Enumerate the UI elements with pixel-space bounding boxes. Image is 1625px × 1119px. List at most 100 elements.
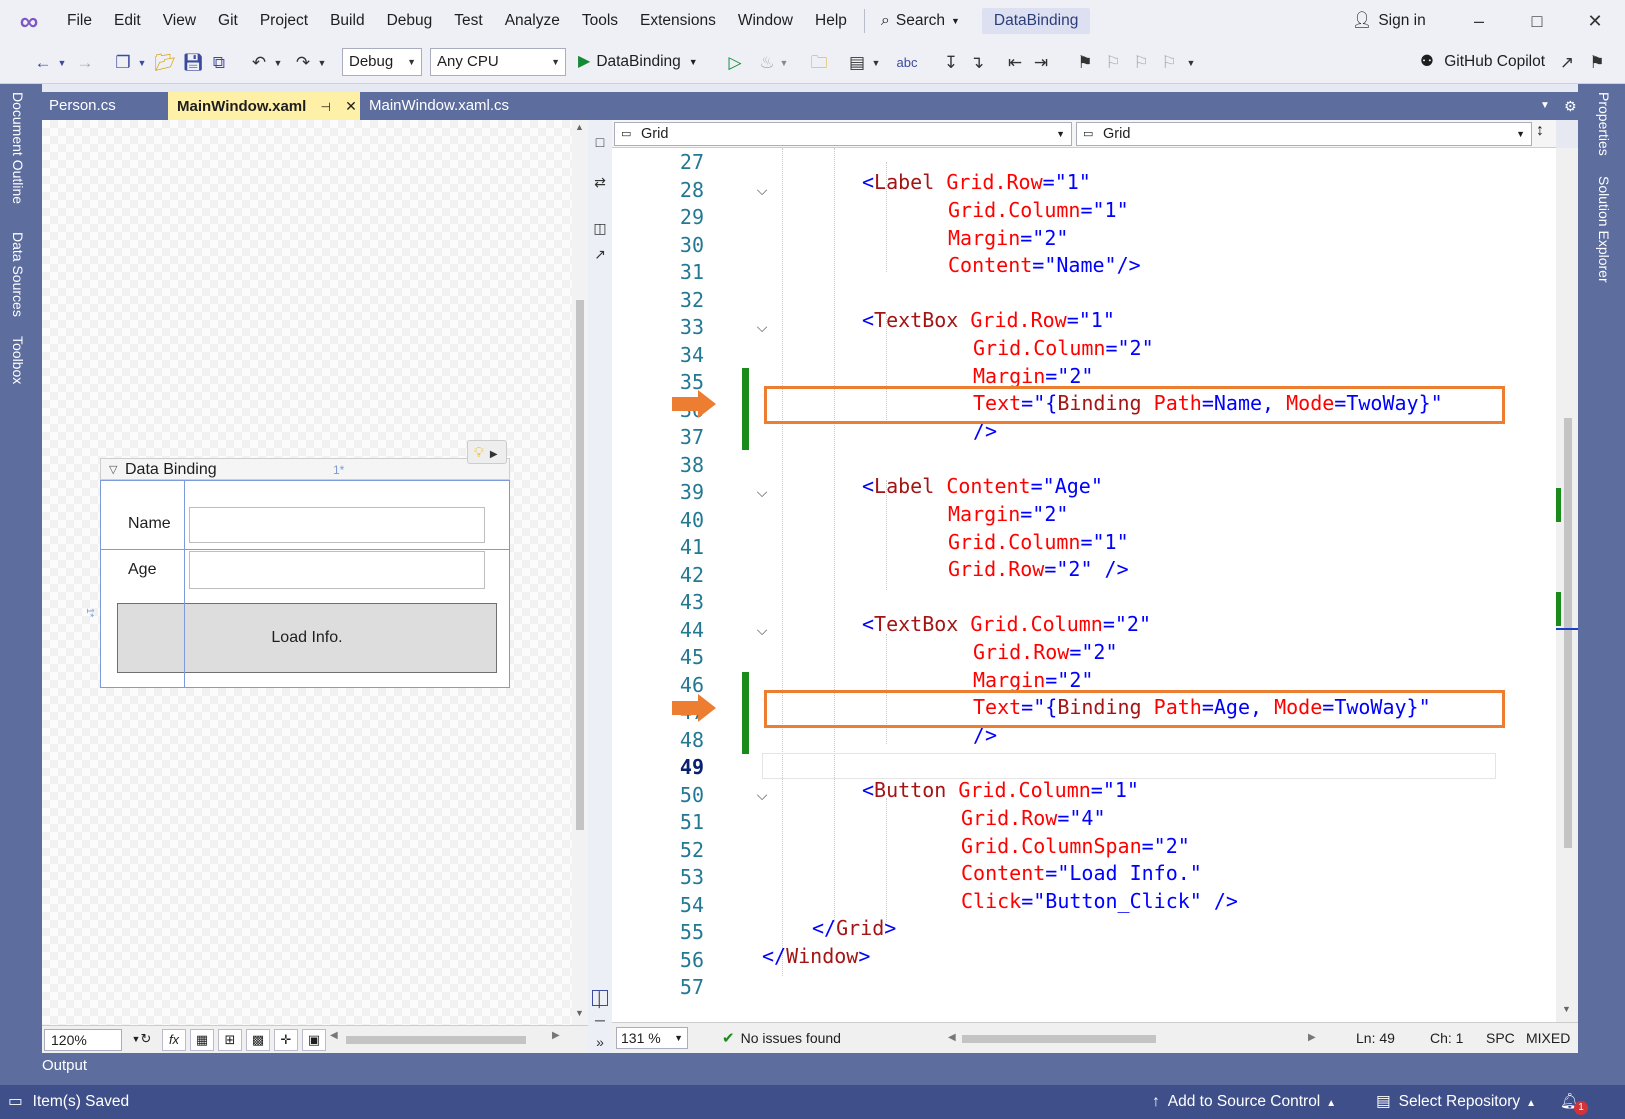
chevron-down-icon[interactable]: ▼ xyxy=(779,58,789,68)
folder-view-icon[interactable]: 🗀︎ xyxy=(810,53,828,72)
menu-build[interactable]: Build xyxy=(330,12,365,29)
next-bookmark-icon[interactable]: ⚐ xyxy=(1133,53,1149,72)
grid-row-line[interactable] xyxy=(101,549,509,550)
split-editor-icon[interactable]: ↕ xyxy=(1536,122,1544,139)
code-line-42[interactable]: Grid.Row="2" /> xyxy=(948,557,1129,581)
forward-icon[interactable]: → xyxy=(76,53,94,72)
code-line-36[interactable]: Text="{Binding Path=Name, Mode=TwoWay}" xyxy=(973,391,1443,415)
swap-panes-icon[interactable]: ⇄ xyxy=(594,174,606,190)
feedback-icon[interactable]: ⚑ xyxy=(1589,53,1605,72)
grid-column-line[interactable] xyxy=(184,481,185,687)
bookmark-icon[interactable]: ⚑ xyxy=(1077,53,1093,72)
side-tab-document-outline[interactable]: Document Outline xyxy=(10,92,26,205)
code-line-34[interactable]: Grid.Column="2" xyxy=(973,336,1154,360)
start-without-debugging-icon[interactable]: ▷ xyxy=(728,53,742,72)
vertical-layout-icon[interactable]: ─ xyxy=(595,1012,605,1028)
line-indicator[interactable]: Ln: 49 xyxy=(1356,1030,1395,1046)
add-to-source-control-button[interactable]: ↑Add to Source Control▲ xyxy=(1152,1085,1336,1119)
editor-vertical-scrollbar[interactable]: ▼ xyxy=(1556,148,1578,1022)
code-line-45[interactable]: Grid.Row="2" xyxy=(973,640,1118,664)
open-folder-icon[interactable]: 📂︎ xyxy=(154,53,176,72)
close-button[interactable]: ✕ xyxy=(1587,11,1603,31)
effects-icon[interactable]: fx xyxy=(162,1029,186,1051)
github-copilot-button[interactable]: ⚉ GitHub Copilot xyxy=(1420,48,1545,76)
name-textbox[interactable] xyxy=(189,507,485,543)
horizontal-scrollbar-thumb[interactable] xyxy=(346,1036,526,1044)
code-line-33[interactable]: <TextBox Grid.Row="1" xyxy=(862,308,1115,332)
collapse-region-icon[interactable]: ⌵ xyxy=(756,621,768,638)
column-size-marker[interactable]: 1* xyxy=(333,463,345,477)
chevron-down-icon[interactable]: ▼ xyxy=(137,58,147,68)
visual-studio-logo-icon[interactable]: ∞ xyxy=(19,6,39,36)
side-tab-properties[interactable]: Properties xyxy=(1596,92,1612,156)
tab-mainwindow-xaml-cs[interactable]: MainWindow.xaml.cs xyxy=(360,92,540,120)
collapse-region-icon[interactable]: ⌵ xyxy=(756,181,768,198)
code-line-40[interactable]: Margin="2" xyxy=(948,502,1069,526)
menu-file[interactable]: File xyxy=(67,12,92,29)
scroll-right-icon[interactable]: ▶ xyxy=(552,1030,560,1041)
notifications-button[interactable]: 🔔︎ 1 xyxy=(1560,1085,1588,1119)
menu-analyze[interactable]: Analyze xyxy=(504,12,560,29)
close-icon[interactable]: ✕ xyxy=(345,98,357,114)
snap-grid-icon[interactable]: ⊞ xyxy=(218,1029,242,1051)
search-box[interactable]: ⌕ Search ▼ xyxy=(871,12,970,30)
layout-icon[interactable]: ▤ xyxy=(848,53,866,72)
scroll-down-icon[interactable]: ▼ xyxy=(1562,1004,1571,1014)
chevron-down-icon[interactable]: ▼ xyxy=(317,58,327,68)
collapse-region-icon[interactable]: ⌵ xyxy=(756,319,768,335)
tab-mainwindow-xaml[interactable]: MainWindow.xaml ⊣ ✕ xyxy=(168,92,360,120)
new-project-icon[interactable]: ❐ xyxy=(115,53,131,72)
menu-tools[interactable]: Tools xyxy=(581,12,619,29)
code-line-41[interactable]: Grid.Column="1" xyxy=(948,530,1129,554)
clear-bookmarks-icon[interactable]: ⚐ xyxy=(1161,53,1177,72)
scroll-down-icon[interactable]: ▼ xyxy=(575,1008,584,1018)
code-line-51[interactable]: Grid.Row="4" xyxy=(961,806,1106,830)
solution-configuration-combo[interactable]: Debug ▼ xyxy=(342,48,422,76)
pin-icon[interactable]: ⊣ xyxy=(320,100,331,114)
code-line-44[interactable]: <TextBox Grid.Column="2" xyxy=(862,612,1152,636)
indent-icon[interactable]: ⇥ xyxy=(1033,53,1049,72)
design-window-preview[interactable]: ▽ Data Binding 1* Name Age Load Info. 1* xyxy=(84,458,510,688)
solution-platform-combo[interactable]: Any CPU ▼ xyxy=(430,48,566,76)
code-line-28[interactable]: <Label Grid.Row="1" xyxy=(862,170,1091,194)
back-icon[interactable]: ← xyxy=(34,53,52,72)
menu-git[interactable]: Git xyxy=(218,12,238,29)
grid-icon[interactable]: ▦ xyxy=(190,1029,214,1051)
share-icon[interactable]: ↗ xyxy=(1559,53,1575,72)
menu-test[interactable]: Test xyxy=(454,12,483,29)
issues-indicator[interactable]: ✔No issues found xyxy=(722,1023,841,1054)
member-scope-combo[interactable]: ▭ Grid ▼ xyxy=(1076,122,1532,146)
scrollbar-thumb[interactable] xyxy=(1564,418,1572,848)
chevron-down-icon[interactable]: ▼ xyxy=(871,58,881,68)
minimize-button[interactable]: – xyxy=(1473,11,1484,31)
line-ending-indicator[interactable]: MIXED xyxy=(1526,1030,1571,1046)
chevron-down-icon[interactable]: ▼ xyxy=(57,58,67,68)
age-textbox[interactable] xyxy=(189,551,485,589)
code-line-30[interactable]: Margin="2" xyxy=(948,226,1069,250)
row-size-marker[interactable]: 1* xyxy=(84,608,95,618)
side-tab-data-sources[interactable]: Data Sources xyxy=(10,232,26,317)
menu-help[interactable]: Help xyxy=(815,12,847,29)
scroll-right-icon[interactable]: ▶ xyxy=(1308,1032,1316,1043)
code-line-54[interactable]: Click="Button_Click" /> xyxy=(961,889,1238,913)
popout-icon[interactable]: ↗ xyxy=(594,246,606,262)
sign-in-button[interactable]: 👤︎ Sign in xyxy=(1352,0,1426,42)
step-over-icon[interactable]: ↴ xyxy=(969,53,985,72)
horizontal-split-icon[interactable]: │ xyxy=(592,990,608,1007)
previous-bookmark-icon[interactable]: ⚐ xyxy=(1105,53,1121,72)
collapse-region-icon[interactable]: ⌵ xyxy=(756,786,768,803)
column-indicator[interactable]: Ch: 1 xyxy=(1430,1030,1464,1046)
save-all-icon[interactable]: ⧉ xyxy=(212,53,226,72)
select-repository-button[interactable]: ▤Select Repository▲ xyxy=(1376,1085,1536,1119)
scroll-up-icon[interactable]: ▲ xyxy=(575,122,584,132)
menu-window[interactable]: Window xyxy=(737,12,793,29)
chevron-down-icon[interactable]: ▼ xyxy=(131,1034,141,1044)
chevron-down-icon[interactable]: ▼ xyxy=(273,58,283,68)
designer-zoom-combo[interactable]: 120% xyxy=(44,1029,122,1051)
editor-zoom-combo[interactable]: 131 % ▼ xyxy=(616,1027,688,1049)
redo-icon[interactable]: ↷ xyxy=(295,53,311,72)
horizontal-scrollbar-thumb[interactable] xyxy=(962,1035,1156,1043)
tab-person-cs[interactable]: Person.cs xyxy=(40,92,168,120)
side-tab-toolbox[interactable]: Toolbox xyxy=(10,336,26,385)
maximize-button[interactable]: □ xyxy=(1531,11,1543,31)
